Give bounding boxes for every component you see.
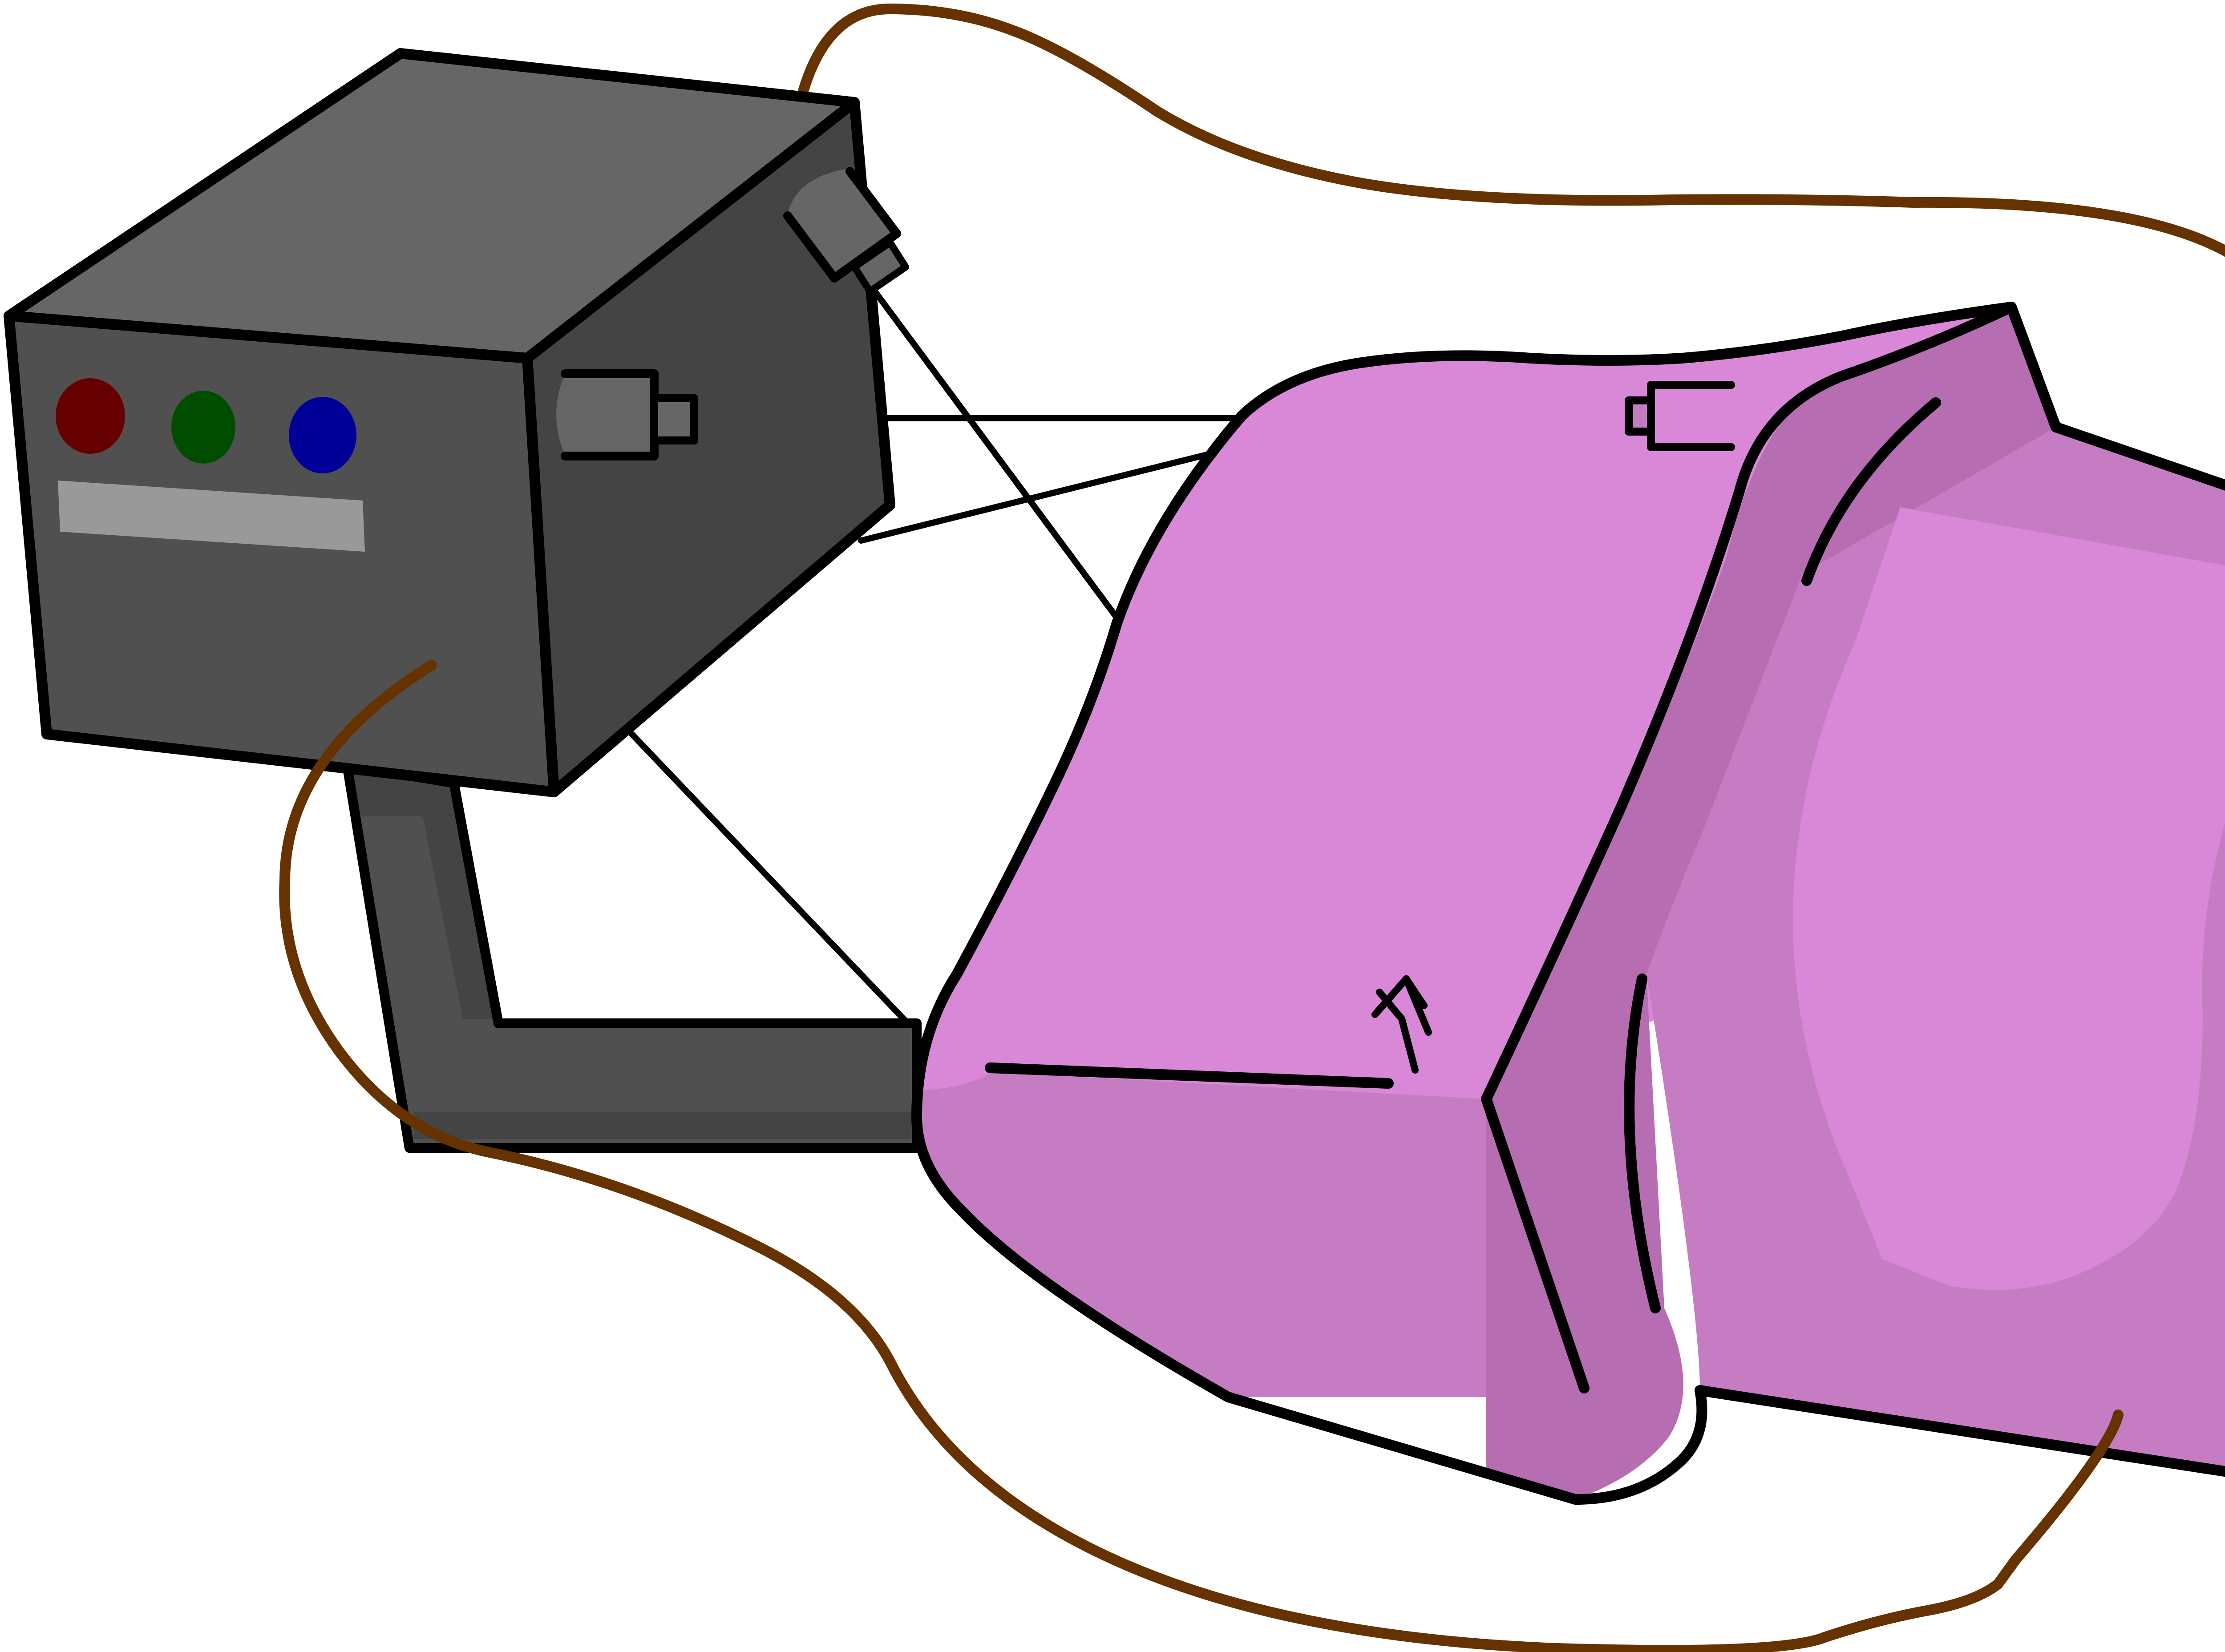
red-button[interactable] xyxy=(56,378,125,454)
pink-device xyxy=(911,302,2225,1505)
blue-button[interactable] xyxy=(289,397,356,473)
box-stand xyxy=(342,760,922,1153)
side-plug xyxy=(556,369,698,460)
display-strip xyxy=(58,481,365,552)
green-button[interactable] xyxy=(171,391,235,464)
brown-cable-bottom xyxy=(279,660,2124,1652)
top-plug xyxy=(783,167,909,295)
pink-band xyxy=(1486,307,2056,1499)
brown-cable-top xyxy=(798,3,2225,257)
device-plug-lower xyxy=(1371,975,1432,1074)
control-box xyxy=(4,48,909,797)
device-plug-top xyxy=(1625,381,1735,451)
